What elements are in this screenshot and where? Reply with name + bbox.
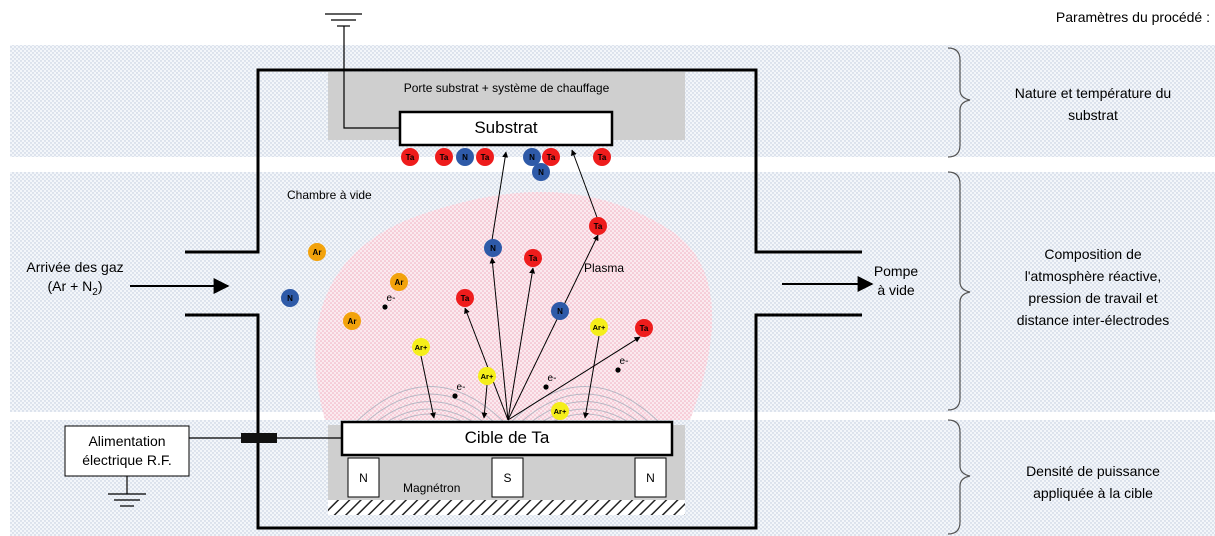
feedthrough (241, 433, 277, 443)
particle-ta-label: Ta (461, 294, 470, 303)
particle-ta-label: Ta (547, 153, 556, 162)
particle-n (551, 302, 569, 320)
particle-n-label: N (557, 307, 563, 316)
vacuum-chamber-label: Chambre à vide (287, 188, 372, 202)
particle-ta-label: Ta (640, 324, 649, 333)
ground-symbol-bottom (108, 476, 146, 507)
particle-n (281, 289, 299, 307)
gas-inlet-label: Arrivée des gaz (Ar + N2) (10, 258, 140, 302)
power-supply-box (64, 425, 190, 477)
particle-ta (435, 148, 453, 166)
particle-ar-ion (590, 318, 608, 336)
magnet-center-label: S (503, 471, 512, 485)
particle-ta-label: Ta (406, 153, 415, 162)
param-substrate: Nature et température du substrat (978, 82, 1208, 126)
particle-ar-ion-label: Ar+ (593, 323, 606, 332)
particle-ar (343, 312, 361, 330)
particle-ta (524, 249, 542, 267)
substrate-label: Substrat (474, 118, 538, 137)
electron-label: e- (548, 373, 557, 384)
particle-ta (401, 148, 419, 166)
power-supply-label: Alimentation électrique R.F. (65, 432, 189, 470)
particle-n-label: N (462, 153, 468, 162)
particle-n (532, 163, 550, 181)
magnet-right-label: N (646, 471, 655, 485)
electron-dot (452, 393, 458, 399)
pump-label: Pompe à vide (868, 262, 924, 300)
param-atmosphere: Composition de l'atmosphère réactive, pr… (978, 243, 1208, 331)
magnet-right-box (634, 457, 667, 498)
magnetron-hatch (328, 500, 685, 515)
param-atmosphere-line4: distance inter-électrodes (1016, 312, 1170, 328)
param-power: Densité de puissance appliquée à la cibl… (978, 460, 1208, 504)
particle-ar-label: Ar (313, 248, 322, 257)
magnetron-label: Magnétron (403, 481, 461, 495)
pump-line2: à vide (877, 282, 915, 298)
ground-symbol-top (325, 13, 400, 129)
substrate-holder-label: Porte substrat + système de chauffage (403, 81, 610, 95)
pump-line1: Pompe (873, 263, 919, 279)
param-power-line1: Densité de puissance (1026, 463, 1160, 479)
magnet-left-label: N (359, 471, 368, 485)
gas-inlet-line2: (Ar + N2) (47, 278, 103, 298)
particle-ar-label: Ar (395, 278, 404, 287)
param-power-line2: appliquée à la cible (1033, 485, 1153, 501)
electron-dot (615, 367, 621, 373)
particle-n (523, 148, 541, 166)
particle-ta (456, 289, 474, 307)
particle-ar-ion-label: Ar+ (481, 372, 494, 381)
gas-inlet-line1: Arrivée des gaz (26, 259, 124, 275)
particle-ta (542, 148, 560, 166)
particle-n-label: N (538, 168, 544, 177)
power-supply-line1: Alimentation (88, 433, 166, 449)
electron-dot (543, 384, 549, 390)
power-supply-line2: électrique R.F. (82, 452, 172, 468)
particle-ta-label: Ta (594, 222, 603, 231)
param-substrate-line2: substrat (1068, 107, 1118, 123)
target-label: Cible de Ta (464, 428, 550, 447)
particle-ta-label: Ta (481, 153, 490, 162)
particle-ar-ion (412, 338, 430, 356)
electron-label: e- (387, 293, 396, 304)
particle-n (484, 239, 502, 257)
electron-label: e- (620, 356, 629, 367)
particle-ta (589, 217, 607, 235)
chamber-walls (185, 68, 862, 530)
substrate (398, 110, 614, 147)
electron-label: e- (457, 382, 466, 393)
magnet-left-box (347, 457, 380, 498)
param-substrate-line1: Nature et température du (1014, 85, 1172, 101)
param-atmosphere-line1: Composition de (1044, 246, 1142, 262)
plasma-region (315, 192, 713, 420)
particle-ar-label: Ar (348, 317, 357, 326)
particle-n-label: N (490, 244, 496, 253)
electron-dot (382, 304, 388, 310)
particle-ta (635, 319, 653, 337)
particle-ar-ion (551, 402, 569, 420)
particle-n (456, 148, 474, 166)
particle-ta-label: Ta (598, 153, 607, 162)
particle-ar (390, 273, 408, 291)
param-atmosphere-line2: l'atmosphère réactive, (1024, 268, 1162, 284)
particle-ar (308, 243, 326, 261)
particle-n-label: N (287, 294, 293, 303)
param-atmosphere-line3: pression de travail et (1028, 290, 1158, 306)
process-params-title: Paramètres du procédé : (1055, 9, 1210, 25)
target-tantalum (340, 420, 674, 457)
particle-ta (476, 148, 494, 166)
particle-ar-ion-label: Ar+ (554, 407, 567, 416)
particle-ta (593, 148, 611, 166)
particle-ar-ion-label: Ar+ (415, 343, 428, 352)
parameter-braces (947, 47, 971, 535)
magnet-center-box (491, 457, 524, 498)
particle-ta-label: Ta (440, 153, 449, 162)
particle-trajectories (420, 149, 641, 421)
particle-ar-ion (478, 367, 496, 385)
particle-n-label: N (529, 153, 535, 162)
plasma-label: Plasma (584, 261, 625, 275)
particle-ta-label: Ta (529, 254, 538, 263)
